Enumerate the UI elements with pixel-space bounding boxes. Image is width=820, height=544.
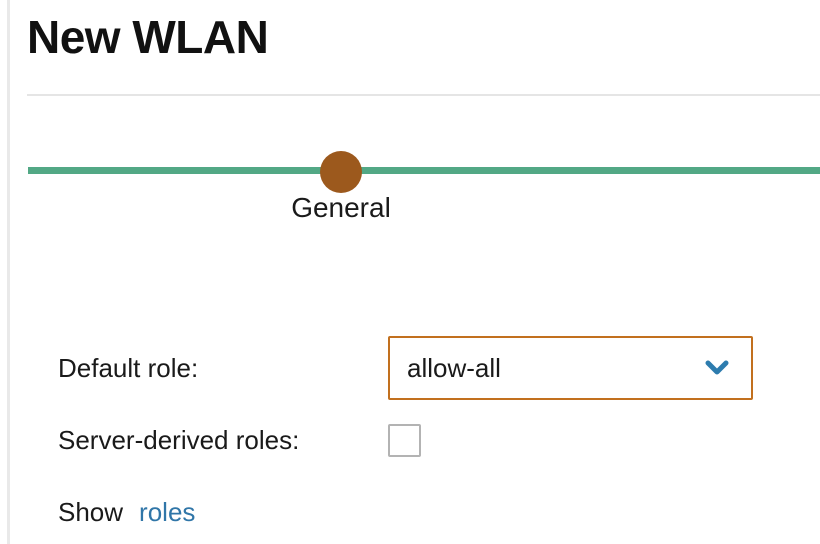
server-derived-roles-checkbox[interactable] xyxy=(388,424,421,457)
left-panel-border xyxy=(7,0,10,544)
default-role-select[interactable]: allow-all xyxy=(388,336,753,400)
chevron-down-icon xyxy=(705,360,729,376)
show-roles-row: Show roles xyxy=(58,494,195,530)
show-roles-link[interactable]: roles xyxy=(139,497,196,527)
page-title: New WLAN xyxy=(27,11,269,63)
default-role-selected-value: allow-all xyxy=(407,352,501,383)
stepper-step-general-label: General xyxy=(291,192,391,223)
stepper-step-general-marker[interactable] xyxy=(320,151,362,193)
server-derived-roles-label: Server-derived roles: xyxy=(58,425,300,455)
title-divider xyxy=(27,94,820,96)
show-roles-text: Show xyxy=(58,497,124,527)
stepper-track xyxy=(28,167,820,174)
default-role-label: Default role: xyxy=(58,353,199,383)
